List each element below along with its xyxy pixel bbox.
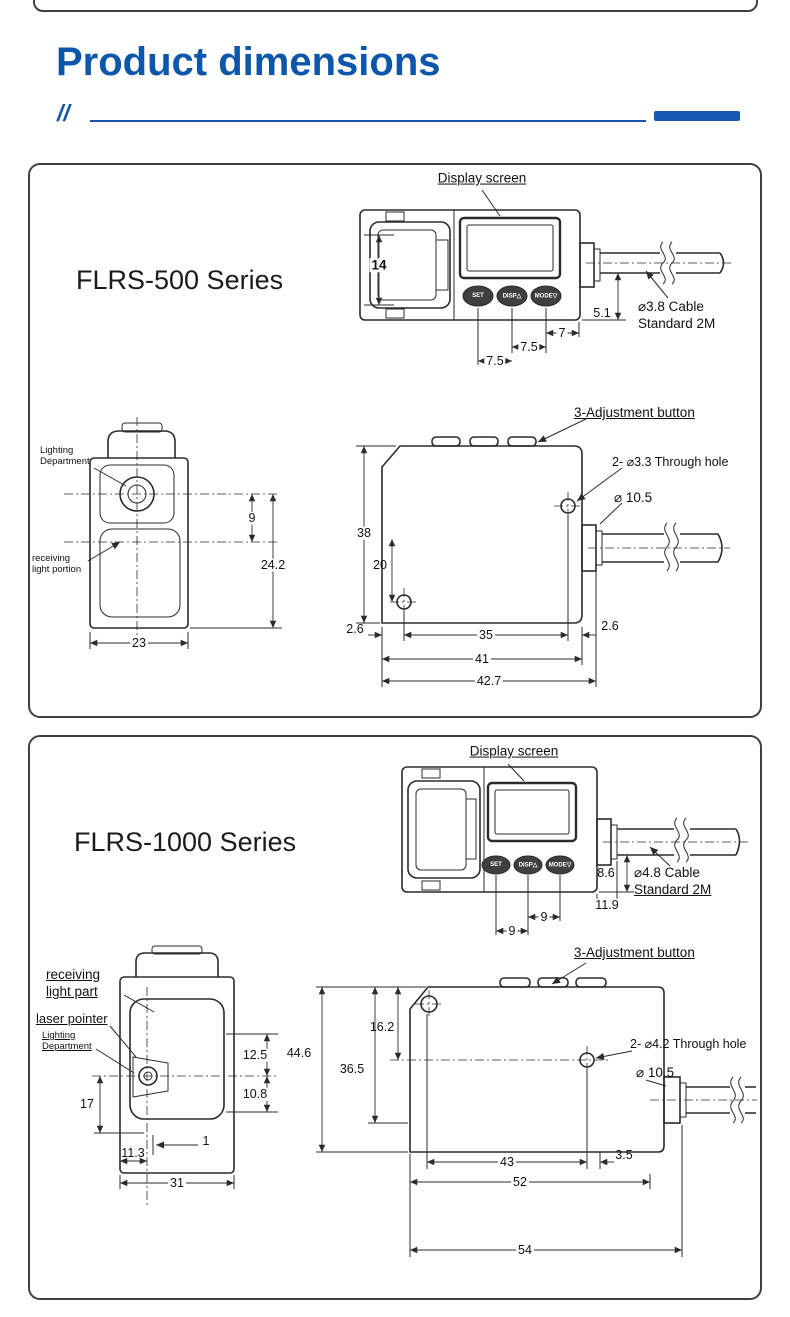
dim-16-2: 16.2 [369,1019,395,1034]
through-hole-label: 2- ⌀4.2 Through hole [630,1037,747,1051]
cable-diameter: ⌀3.8 Cable [638,299,704,314]
page-title: Product dimensions [56,40,441,84]
receiving-light-label: receiving light portion [32,553,82,575]
dim-43: 43 [498,1154,516,1169]
dim-10-8: 10.8 [240,1086,270,1101]
cable-length: Standard 2M [634,881,712,897]
display-screen-label: Display screen [437,170,527,186]
lighting-department-label: Lighting Department [42,1030,92,1052]
dim-14: 14 [369,257,389,273]
dim-5-1: 5.1 [593,305,611,320]
dim-8-6: 8.6 [597,865,615,880]
dim-3-5: 3.5 [615,1147,633,1162]
dim-11-9: 11.9 [593,897,621,912]
title-accent-bar [654,111,740,121]
dim-35: 35 [477,627,495,642]
display-screen-rect [458,216,562,280]
dim-44-6: 44.6 [284,1045,314,1060]
flrs500-front-view-drawing [64,417,278,647]
slash-decoration: // [57,100,70,126]
flrs500-side-view-dimensions [356,445,597,687]
laser-lens-housing [132,1056,169,1098]
dim-24-2: 24.2 [258,557,288,572]
previous-section-border-fragment [33,0,758,12]
display-screen-label: Display screen [469,743,559,759]
set-button-shape [481,855,511,875]
dim-42-7: 42.7 [474,673,504,688]
cable [686,1086,730,1114]
cable-spec-label: ⌀3.8 Cable Standard 2M [638,299,715,333]
dim-1: 1 [202,1133,210,1148]
display-screen-rect [486,781,578,843]
mode-button-shape [530,285,562,307]
dim-diameter-10-5: ⌀ 10.5 [636,1065,675,1080]
set-button-shape [462,285,494,307]
lighting-department-label: Lighting Department [40,445,90,467]
through-hole-label: 2- ⌀3.3 Through hole [612,455,729,469]
disp-button-label: DISP△ [502,293,522,300]
dim-7: 7 [556,325,568,340]
flrs500-section: FLRS-500 Series Display screen SET DISP△… [28,163,762,718]
flrs500-top-view-dimensions [364,234,669,365]
receiving-window [129,998,225,1120]
dim-38: 38 [355,525,373,540]
flrs1000-section: FLRS-1000 Series Display screen SET DISP… [28,735,762,1300]
receiving-window [99,528,181,618]
adjustment-button-label: 3-Adjustment button [574,945,695,960]
set-button-label: SET [490,862,502,868]
mode-button-label: MODE▽ [548,862,572,869]
flrs500-series-title: FLRS-500 Series [76,265,284,295]
flrs1000-drawings [92,763,757,1257]
flrs1000-side-view-drawing [390,962,757,1153]
flrs500-side-view-drawing [381,418,730,624]
mode-button-label: MODE▽ [534,293,558,300]
dim-9-a: 9 [538,909,550,924]
mode-button-shape [545,855,575,875]
dim-31: 31 [168,1175,186,1190]
dim-20: 20 [373,557,387,572]
set-button-label: SET [472,293,484,299]
dim-17: 17 [78,1096,96,1111]
dim-12-5: 12.5 [240,1047,270,1062]
flrs1000-series-title: FLRS-1000 Series [74,827,297,857]
flrs1000-front-view-drawing [92,945,278,1207]
dim-11-3: 11.3 [121,1145,145,1160]
cable-diameter: ⌀4.8 Cable [634,865,700,880]
cable-spec-label: ⌀4.8 Cable Standard 2M [634,865,711,899]
laser-pointer-label: laser pointer [36,1011,108,1026]
cable [602,533,664,563]
dim-diameter-10-5: ⌀ 10.5 [614,490,653,505]
dim-2-6-left: 2.6 [346,621,364,636]
dim-36-5: 36.5 [339,1061,365,1076]
adjustment-button-label: 3-Adjustment button [574,405,695,420]
dim-7-5-a: 7.5 [518,339,540,354]
disp-button-shape [496,285,528,307]
disp-button-shape [513,855,543,875]
dim-9: 9 [246,510,258,525]
dim-52: 52 [511,1174,529,1189]
title-underline [90,120,646,122]
flrs500-drawings [64,189,734,687]
dim-23: 23 [130,635,148,650]
dim-54: 54 [516,1242,534,1257]
dim-7-5-b: 7.5 [484,353,506,368]
flrs1000-top-view-drawing [401,763,748,893]
cable-length: Standard 2M [638,315,716,331]
dim-2-6-right: 2.6 [601,618,619,633]
disp-button-label: DISP△ [518,862,538,869]
flrs500-top-view-drawing [359,189,734,321]
receiving-light-label: receiving light part [46,967,101,999]
dim-9-b: 9 [506,923,518,938]
dim-41: 41 [473,651,491,666]
